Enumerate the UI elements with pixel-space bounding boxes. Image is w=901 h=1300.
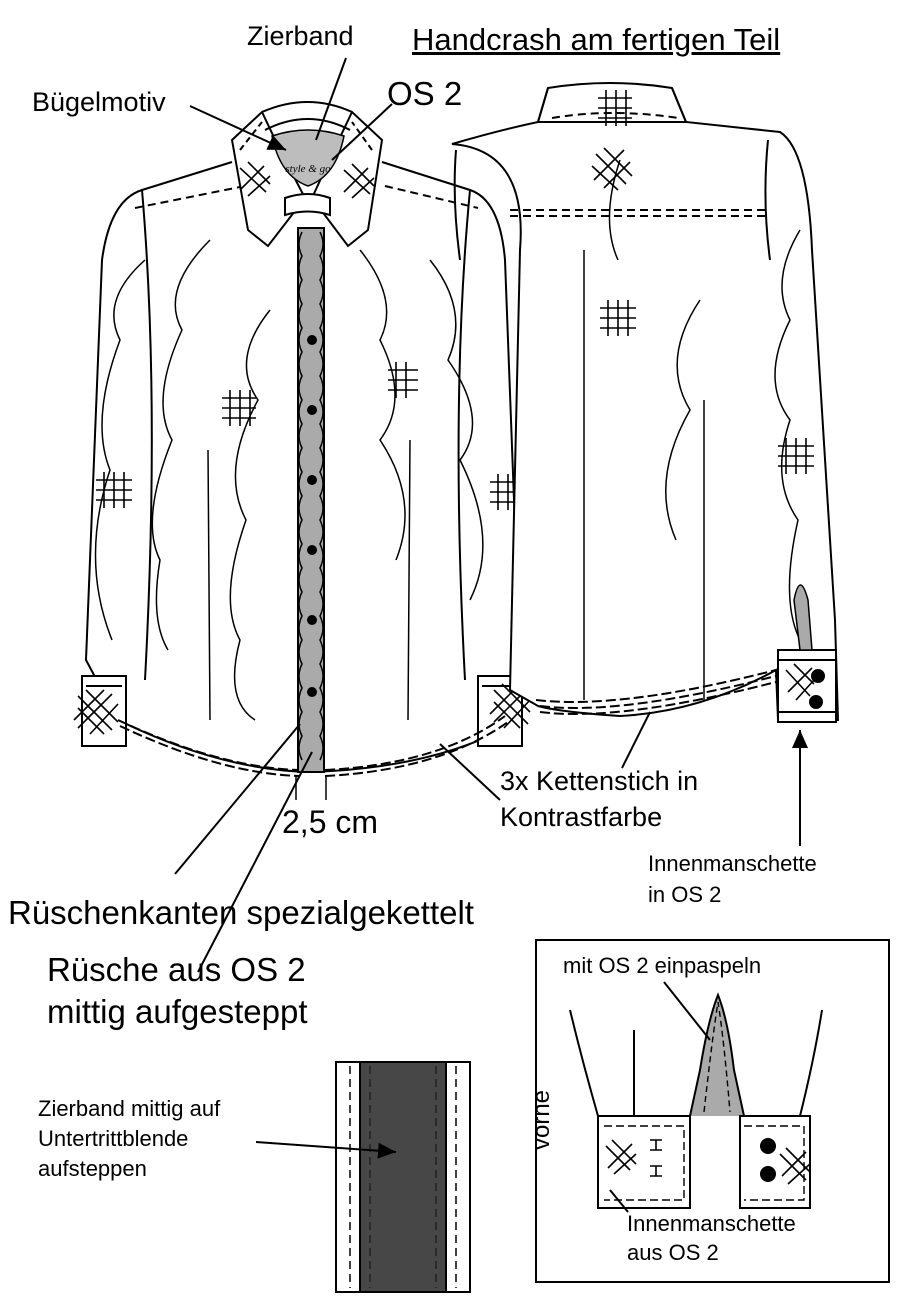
label-einpaspeln: mit OS 2 einpaspeln — [563, 953, 762, 978]
logo-text: style & go — [285, 163, 331, 175]
label-buegelmotiv: Bügelmotiv — [32, 87, 166, 117]
label-vorne: vorne — [528, 1089, 555, 1150]
label-kettenstich-2: Kontrastfarbe — [500, 802, 663, 832]
label-zierband: Zierband — [247, 21, 354, 51]
button-icons — [307, 335, 317, 697]
pointer-lines — [174, 57, 808, 973]
label-ruesche-2: mittig aufgesteppt — [47, 993, 308, 1030]
back-shirt — [451, 82, 840, 723]
label-zierband-detail-1: Zierband mittig auf — [38, 1096, 221, 1121]
label-rueschenkanten: Rüschenkanten spezialgekettelt — [8, 894, 474, 931]
placket-ruffle — [295, 227, 327, 800]
label-innenmanschette-2: in OS 2 — [648, 882, 722, 907]
cuff-detail — [535, 939, 890, 1283]
label-innenmanschette-aus-2: aus OS 2 — [627, 1240, 719, 1265]
label-zierband-detail-2: Untertrittblende — [38, 1126, 189, 1151]
label-kettenstich-1: 3x Kettenstich in — [500, 766, 699, 796]
page-title: Handcrash am fertigen Teil — [412, 22, 781, 57]
label-innenmanschette-1: Innenmanschette — [648, 851, 817, 876]
label-zierband-detail-3: aufsteppen — [38, 1156, 147, 1181]
label-width: 2,5 cm — [282, 804, 379, 840]
label-ruesche-1: Rüsche aus OS 2 — [47, 951, 306, 988]
tape-detail — [255, 1061, 471, 1293]
ruffle-strip — [297, 227, 325, 773]
label-os2: OS 2 — [387, 75, 463, 112]
label-innenmanschette-aus-1: Innenmanschette — [627, 1211, 796, 1236]
